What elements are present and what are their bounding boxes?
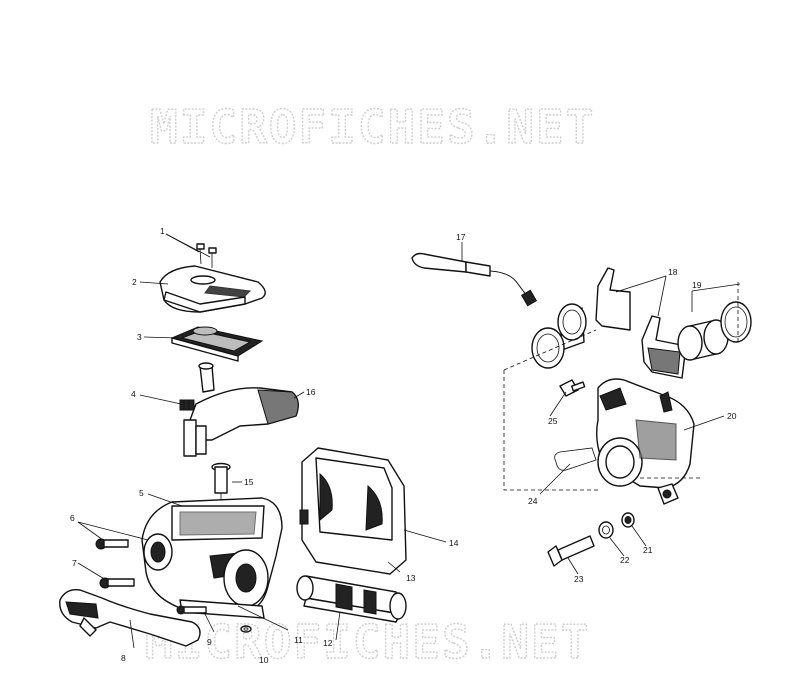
callout-19: 19 — [692, 280, 702, 290]
callout-8: 8 — [121, 653, 126, 663]
callout-18: 18 — [668, 267, 678, 277]
part-12-handle-tube — [296, 575, 407, 623]
part-23-mounting-bolt — [547, 535, 595, 567]
part-14-clamp — [299, 447, 407, 575]
part-4-retainer — [179, 399, 195, 411]
part-15-pin — [211, 462, 231, 500]
callout-22: 22 — [620, 555, 630, 565]
watermark-top: MICROFICHES.NET — [150, 100, 595, 154]
leader-lines — [77, 233, 741, 649]
part-5-master-cylinder-body — [141, 497, 283, 619]
part-19-piston-seal — [677, 301, 752, 361]
callout-20: 20 — [727, 411, 737, 421]
part-piston-small — [198, 362, 215, 393]
part-24-retaining-clip — [554, 447, 597, 471]
part-22-washer — [598, 521, 614, 539]
part-8-brake-lever — [59, 589, 201, 647]
callout-16: 16 — [306, 387, 316, 397]
part-10-nut — [240, 625, 252, 633]
alignment-lines — [503, 282, 739, 491]
callout-1: 1 — [160, 226, 165, 236]
watermark-bottom: MICROFICHES.NET — [145, 615, 590, 669]
part-2-reservoir-cover — [159, 265, 266, 313]
callout-4: 4 — [131, 389, 136, 399]
part-1-cover-screws — [196, 243, 217, 268]
callout-14: 14 — [449, 538, 459, 548]
callout-labels: 1 2 3 4 5 6 7 8 9 10 11 12 13 14 15 16 1… — [70, 226, 737, 665]
part-17-brake-line — [411, 252, 538, 307]
part-21-washer — [621, 512, 635, 528]
callout-11: 11 — [294, 635, 303, 645]
callout-21: 21 — [643, 545, 653, 555]
part-3-diaphragm — [170, 326, 264, 362]
callout-17: 17 — [456, 232, 466, 242]
part-6-screw — [95, 538, 129, 550]
callout-15: 15 — [244, 477, 254, 487]
part-25-bleeder — [559, 379, 586, 397]
callout-2: 2 — [132, 277, 137, 287]
part-16-pivot-arm — [183, 387, 299, 457]
callout-10: 10 — [259, 655, 269, 665]
part-20-caliper-body — [595, 378, 695, 505]
callout-3: 3 — [137, 332, 142, 342]
part-9-pivot-bolt — [176, 605, 207, 615]
part-18-brake-pads — [595, 267, 687, 379]
callout-25: 25 — [548, 416, 558, 426]
part-piston-left — [531, 303, 587, 369]
callout-24: 24 — [528, 496, 538, 506]
callout-13: 13 — [406, 573, 416, 583]
callout-12: 12 — [323, 638, 333, 648]
callout-6: 6 — [70, 513, 75, 523]
callout-7: 7 — [72, 558, 77, 568]
callout-5: 5 — [139, 488, 144, 498]
part-7-screw — [99, 577, 135, 589]
callout-23: 23 — [574, 574, 584, 584]
callout-9: 9 — [207, 637, 212, 647]
